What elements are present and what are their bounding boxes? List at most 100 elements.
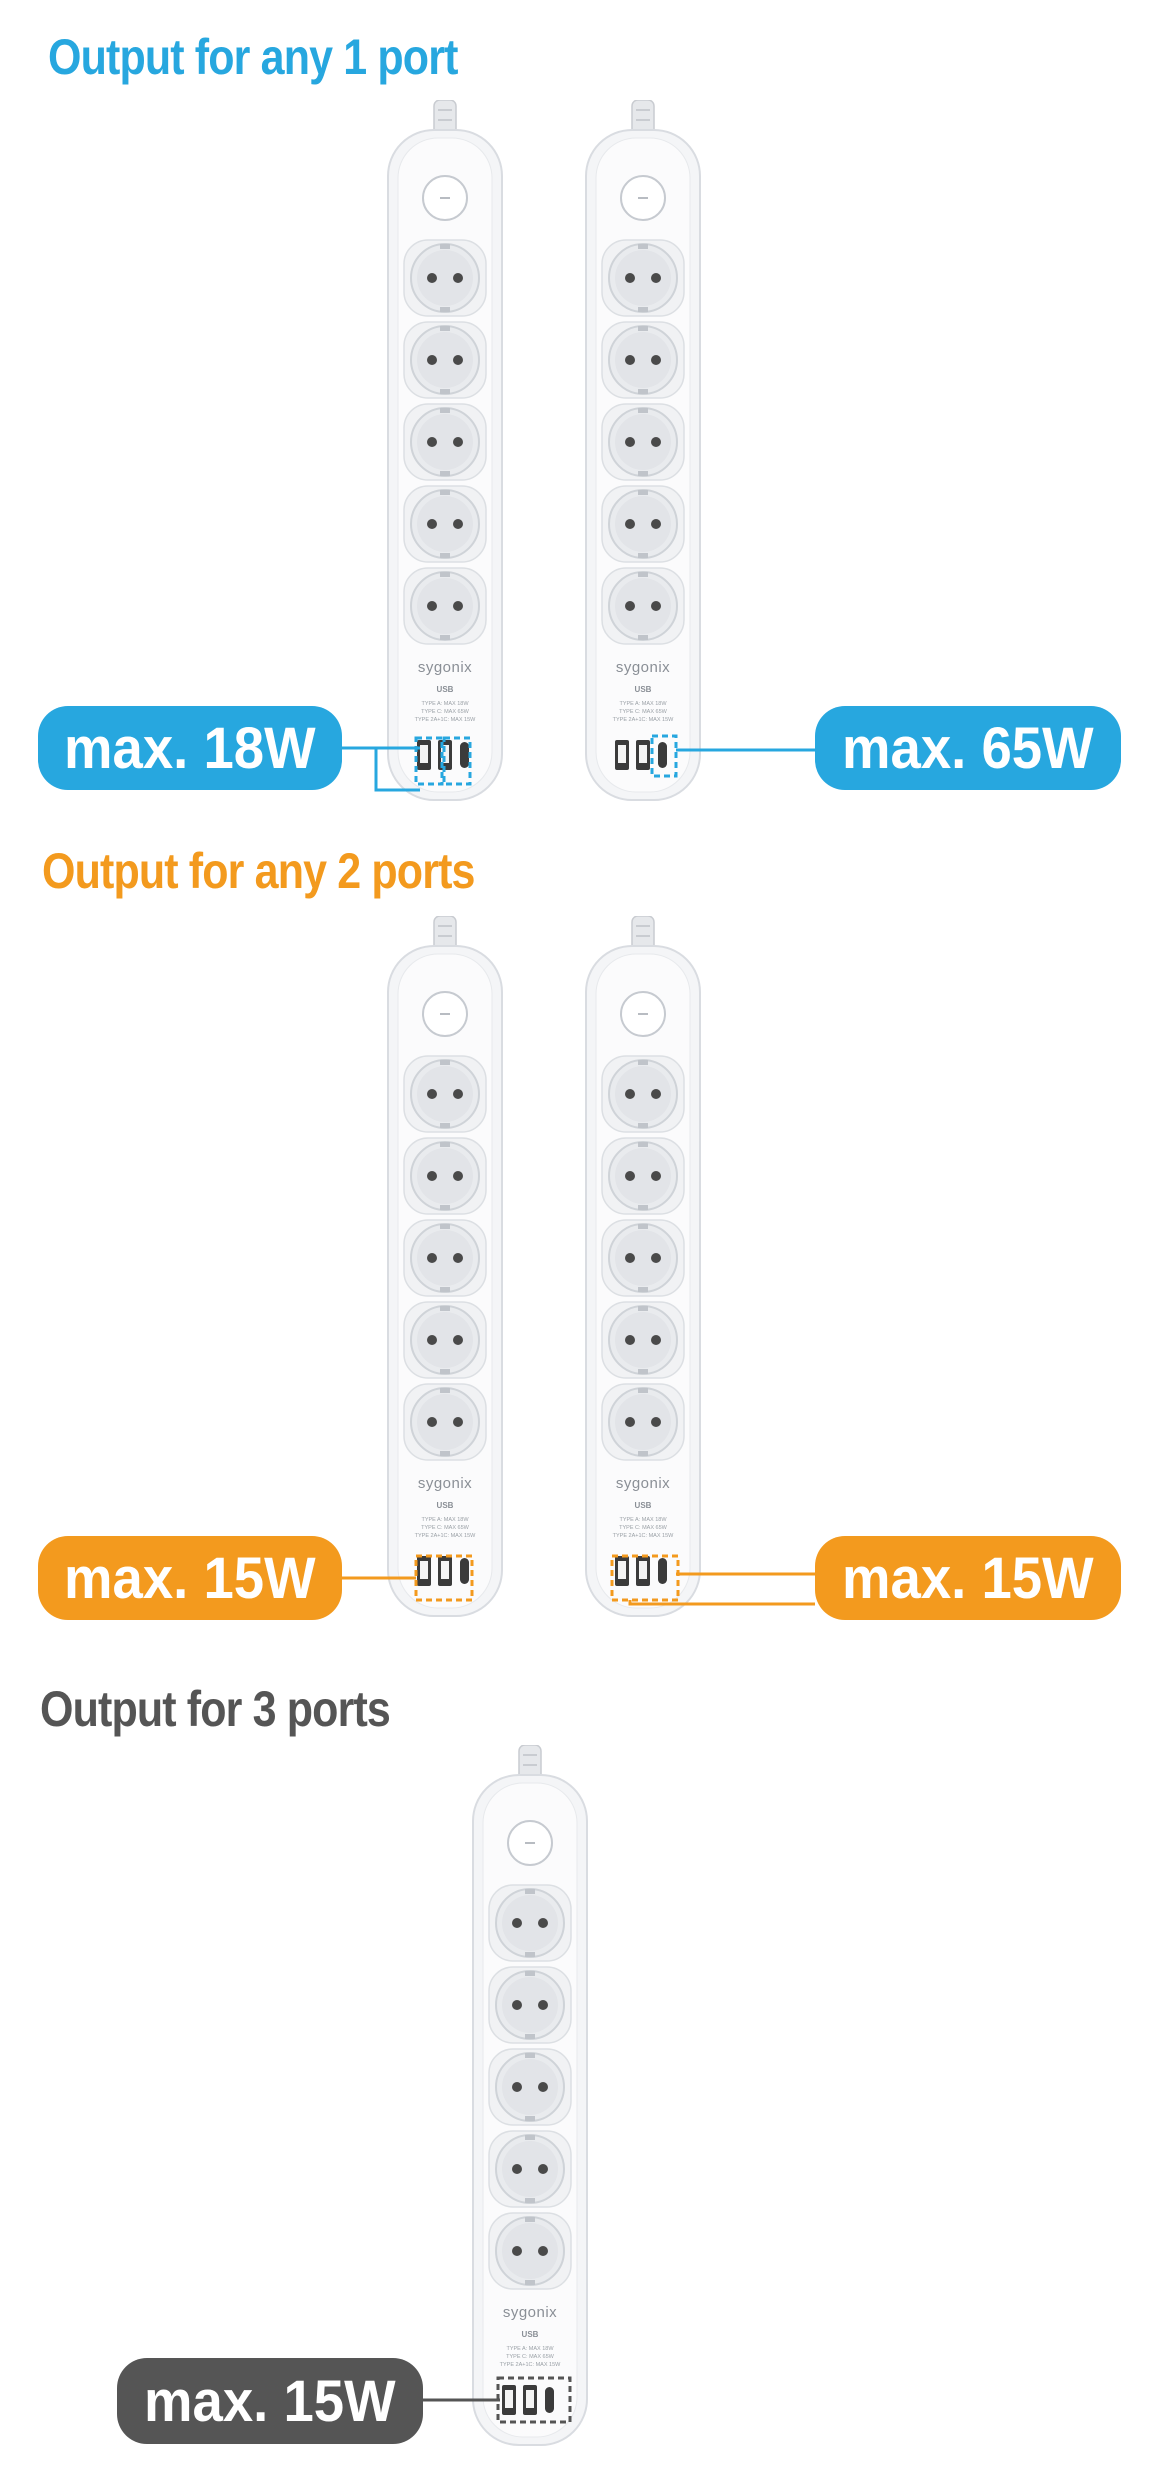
earth-clip — [638, 389, 648, 394]
socket-pin-hole — [651, 273, 661, 283]
earth-clip — [638, 244, 648, 249]
earth-clip — [638, 1451, 648, 1456]
socket-recess — [615, 414, 671, 470]
usb-spec-line: TYPE A: MAX 18W — [421, 1517, 469, 1523]
socket-pin-hole — [538, 2164, 548, 2174]
earth-clip — [638, 1142, 648, 1147]
earth-clip — [525, 2198, 535, 2203]
socket-recess — [417, 496, 473, 552]
socket-pin-hole — [538, 2000, 548, 2010]
earth-clip — [440, 1123, 450, 1128]
earth-clip — [440, 635, 450, 640]
earth-clip — [638, 1306, 648, 1311]
earth-clip — [440, 553, 450, 558]
socket-recess — [615, 1230, 671, 1286]
earth-clip — [638, 553, 648, 558]
earth-clip — [638, 1205, 648, 1210]
usb-c-port-icon — [658, 742, 667, 768]
heading-one-port: Output for any 1 port — [48, 29, 458, 85]
badge-label: max. 15W — [64, 1545, 316, 1611]
socket-pin-hole — [453, 601, 463, 611]
earth-clip — [440, 1451, 450, 1456]
brand-logo: sygonix — [503, 2304, 557, 2321]
earth-clip — [440, 1306, 450, 1311]
earth-clip — [440, 1205, 450, 1210]
socket-pin-hole — [538, 2082, 548, 2092]
earth-clip — [525, 1952, 535, 1957]
earth-clip — [638, 326, 648, 331]
socket-pin-hole — [512, 2082, 522, 2092]
usb-a-tongue — [639, 1561, 647, 1579]
socket-pin-hole — [453, 1335, 463, 1345]
usb-a-tongue — [639, 745, 647, 763]
socket-pin-hole — [453, 519, 463, 529]
usb-title: USB — [437, 1501, 454, 1510]
earth-clip — [638, 1369, 648, 1374]
usb-a-tongue — [420, 1561, 428, 1579]
badge-label: max. 18W — [64, 715, 316, 781]
socket-recess — [417, 578, 473, 634]
earth-clip — [638, 408, 648, 413]
socket-recess — [615, 250, 671, 306]
earth-clip — [440, 1369, 450, 1374]
earth-clip — [638, 572, 648, 577]
socket-recess — [615, 1394, 671, 1450]
socket-pin-hole — [453, 355, 463, 365]
earth-clip — [638, 471, 648, 476]
earth-clip — [440, 389, 450, 394]
usb-spec-line: TYPE A: MAX 18W — [619, 1517, 667, 1523]
usb-a-tongue — [618, 745, 626, 763]
usb-a-tongue — [505, 2390, 513, 2408]
earth-clip — [525, 1971, 535, 1976]
usb-spec-line: TYPE 2A+1C: MAX 15W — [613, 717, 674, 723]
socket-pin-hole — [625, 1417, 635, 1427]
socket-pin-hole — [427, 601, 437, 611]
usb-spec-line: TYPE C: MAX 65W — [619, 1525, 667, 1531]
usb-a-tongue — [441, 1561, 449, 1579]
socket-pin-hole — [453, 1089, 463, 1099]
badge-max-15w-a-c: max. 15W — [815, 1536, 1121, 1620]
usb-spec-line: TYPE C: MAX 65W — [506, 2354, 554, 2360]
socket-recess — [502, 1895, 558, 1951]
brand-logo: sygonix — [418, 659, 472, 676]
earth-clip — [440, 307, 450, 312]
earth-clip — [525, 1889, 535, 1894]
earth-clip — [638, 1287, 648, 1292]
socket-recess — [417, 414, 473, 470]
socket-pin-hole — [453, 1417, 463, 1427]
usb-a-tongue — [420, 745, 428, 763]
socket-recess — [417, 1230, 473, 1286]
usb-a-tongue — [441, 745, 449, 763]
earth-clip — [440, 572, 450, 577]
earth-clip — [525, 2116, 535, 2121]
socket-recess — [502, 2223, 558, 2279]
socket-pin-hole — [651, 437, 661, 447]
badge-label: max. 15W — [144, 2368, 396, 2434]
socket-pin-hole — [453, 1171, 463, 1181]
socket-recess — [417, 1394, 473, 1450]
earth-clip — [440, 490, 450, 495]
earth-clip — [440, 408, 450, 413]
badge-max-15w-all: max. 15W — [117, 2358, 423, 2444]
socket-recess — [417, 250, 473, 306]
badge-max-65w: max. 65W — [815, 706, 1121, 790]
usb-title: USB — [437, 685, 454, 694]
usb-title: USB — [522, 2330, 539, 2339]
earth-clip — [638, 1123, 648, 1128]
badge-label: max. 15W — [842, 1545, 1094, 1611]
socket-recess — [502, 2141, 558, 2197]
socket-pin-hole — [427, 1171, 437, 1181]
socket-pin-hole — [512, 2164, 522, 2174]
socket-pin-hole — [651, 355, 661, 365]
heading-three-ports: Output for 3 ports — [40, 1681, 391, 1737]
socket-recess — [417, 1148, 473, 1204]
socket-pin-hole — [651, 601, 661, 611]
earth-clip — [638, 1224, 648, 1229]
socket-pin-hole — [625, 519, 635, 529]
socket-recess — [417, 1066, 473, 1122]
socket-pin-hole — [625, 355, 635, 365]
brand-logo: sygonix — [418, 1475, 472, 1492]
socket-pin-hole — [625, 1089, 635, 1099]
